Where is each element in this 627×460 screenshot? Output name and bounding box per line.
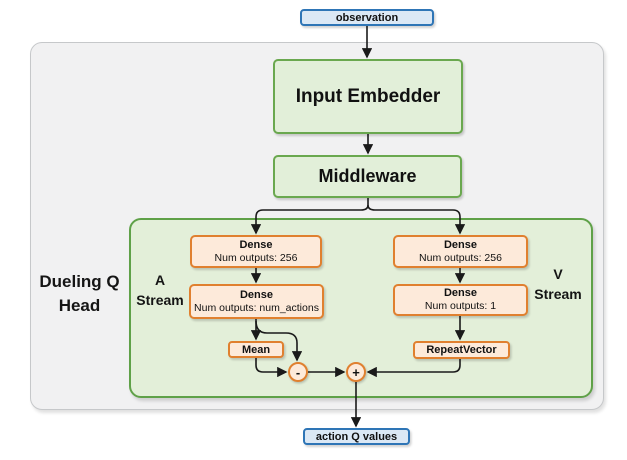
- a-stream-label: A Stream: [131, 270, 189, 310]
- dueling-head-label-line2: Head: [58, 296, 101, 315]
- middleware-node: Middleware: [273, 155, 462, 198]
- dense-a1-subtitle: Num outputs: 256: [214, 251, 298, 264]
- dense-v2-title: Dense: [443, 287, 478, 299]
- add-operator-node: +: [346, 362, 366, 382]
- dense-v1-title: Dense: [443, 238, 478, 251]
- input-embedder-node: Input Embedder: [273, 59, 463, 134]
- action-q-values-label: action Q values: [315, 430, 398, 443]
- dueling-head-label: Dueling Q Head: [30, 270, 129, 318]
- dueling-head-label-line1: Dueling Q: [39, 272, 120, 291]
- dense-a1-title: Dense: [239, 238, 273, 251]
- middleware-label: Middleware: [318, 166, 417, 186]
- dense-a1-node: Dense Num outputs: 256: [190, 235, 322, 268]
- a-stream-label-line1: A: [154, 272, 166, 288]
- v-stream-label: V Stream: [527, 264, 589, 304]
- a-stream-label-line2: Stream: [136, 292, 184, 308]
- subtract-operator-label: -: [295, 364, 301, 380]
- dense-v2-node: Dense Num outputs: 1: [393, 284, 528, 316]
- mean-label: Mean: [241, 343, 271, 356]
- observation-node: observation: [300, 9, 434, 26]
- dense-a2-subtitle: Num outputs: num_actions: [194, 301, 319, 314]
- v-stream-label-line2: Stream: [534, 286, 582, 302]
- input-embedder-label: Input Embedder: [295, 85, 441, 107]
- dense-a2-title: Dense: [239, 288, 274, 301]
- repeat-vector-label: RepeatVector: [426, 344, 497, 356]
- dense-v2-subtitle: Num outputs: 1: [424, 300, 497, 312]
- mean-node: Mean: [228, 341, 284, 358]
- v-stream-label-line1: V: [553, 266, 563, 282]
- dense-v1-node: Dense Num outputs: 256: [393, 235, 528, 268]
- action-q-values-node: action Q values: [303, 428, 410, 445]
- observation-label: observation: [335, 11, 399, 24]
- dense-a2-node: Dense Num outputs: num_actions: [189, 284, 324, 319]
- dense-v1-subtitle: Num outputs: 256: [419, 251, 502, 264]
- subtract-operator-node: -: [288, 362, 308, 382]
- add-operator-label: +: [352, 364, 360, 380]
- repeat-vector-node: RepeatVector: [413, 341, 510, 359]
